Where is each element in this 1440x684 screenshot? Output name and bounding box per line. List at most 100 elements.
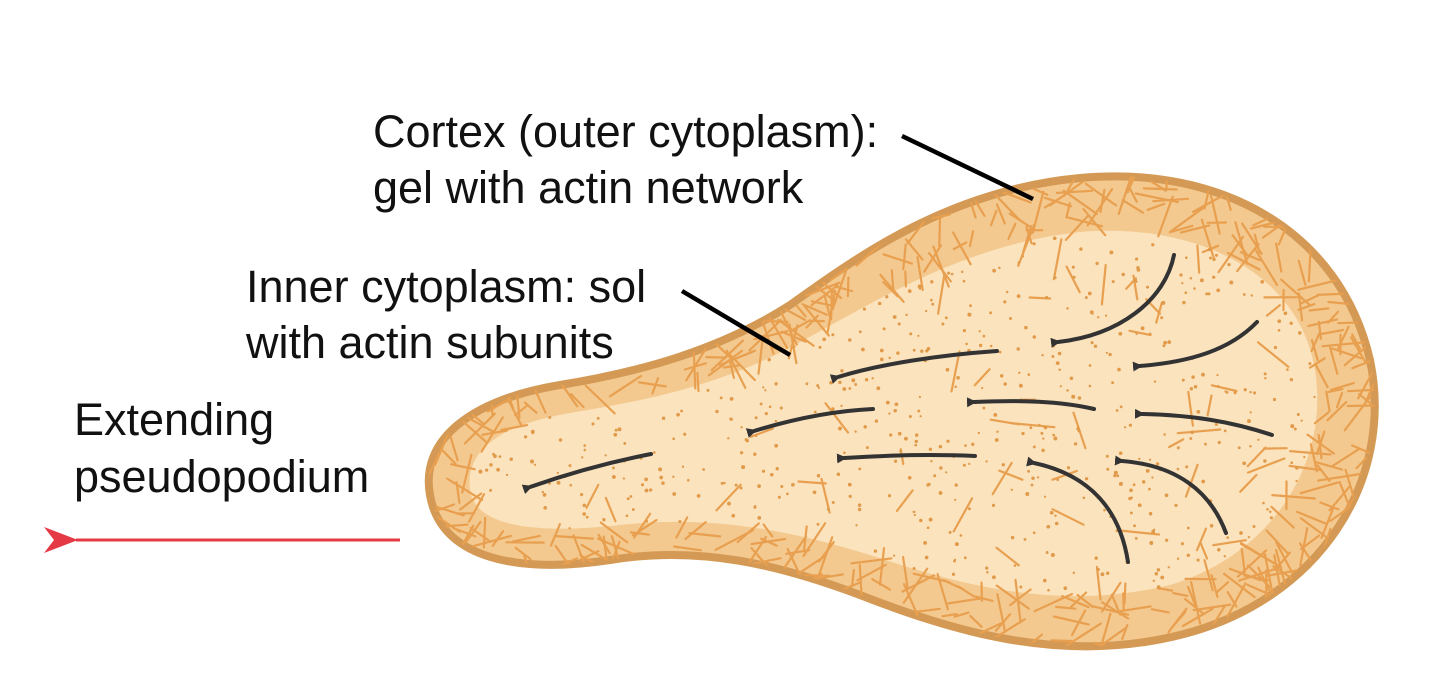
actin-subunit-dot (1190, 277, 1193, 280)
actin-subunit-dot (559, 438, 562, 441)
actin-subunit-dot (653, 451, 656, 454)
actin-subunit-dot (1073, 276, 1076, 279)
actin-subunit-dot (831, 333, 834, 336)
actin-subunit-dot (1112, 280, 1115, 283)
actin-subunit-dot (963, 280, 966, 283)
actin-subunit-dot (917, 410, 920, 413)
actin-subunit-dot (805, 382, 808, 385)
actin-subunit-dot (1239, 531, 1243, 535)
actin-subunit-dot (1054, 515, 1056, 517)
actin-subunit-dot (1243, 293, 1246, 296)
actin-subunit-dot (697, 494, 701, 498)
actin-subunit-dot (630, 495, 633, 498)
actin-subunit-dot (1250, 411, 1252, 413)
actin-subunit-dot (1106, 455, 1109, 458)
actin-subunit-dot (1149, 541, 1153, 545)
actin-subunit-dot (1290, 378, 1293, 381)
actin-subunit-dot (968, 507, 971, 510)
actin-subunit-dot (1076, 427, 1079, 430)
actin-subunit-dot (1217, 548, 1221, 552)
actin-subunit-dot (765, 412, 768, 415)
actin-subunit-dot (917, 335, 919, 337)
actin-subunit-dot (1054, 276, 1057, 279)
actin-subunit-dot (933, 474, 936, 477)
actin-subunit-dot (1120, 406, 1123, 409)
actin-subunit-dot (509, 458, 512, 461)
actin-subunit-dot (1149, 459, 1151, 461)
actin-subunit-dot (814, 411, 817, 414)
actin-subunit-dot (1097, 568, 1100, 571)
actin-subunit-dot (1177, 558, 1179, 560)
actin-subunit-dot (548, 416, 551, 419)
actin-subunit-dot (767, 358, 770, 361)
actin-subunit-dot (945, 471, 947, 473)
actin-subunit-dot (1189, 437, 1192, 440)
actin-subunit-dot (893, 409, 896, 412)
actin-subunit-dot (919, 519, 922, 522)
actin-subunit-dot (568, 527, 570, 529)
actin-subunit-dot (886, 401, 890, 405)
actin-subunit-dot (874, 549, 877, 552)
actin-subunit-dot (1303, 456, 1305, 458)
actin-subunit-dot (838, 381, 841, 384)
actin-subunit-dot (914, 514, 916, 516)
actin-subunit-dot (1244, 388, 1247, 391)
actin-subunit-dot (649, 488, 652, 491)
actin-subunit-dot (1041, 354, 1043, 356)
actin-subunit-dot (1201, 480, 1205, 484)
actin-subunit-dot (1121, 273, 1124, 276)
actin-subunit-dot (1055, 522, 1059, 526)
actin-subunit-dot (1163, 433, 1166, 436)
actin-subunit-dot (1273, 398, 1276, 401)
actin-subunit-dot (848, 387, 851, 390)
actin-subunit-dot (1141, 326, 1145, 330)
actin-subunit-dot (899, 450, 902, 453)
actin-subunit-dot (1027, 373, 1030, 376)
actin-subunit-dot (1182, 301, 1185, 304)
actin-subunit-dot (939, 445, 943, 449)
actin-subunit-dot (1190, 431, 1194, 435)
actin-subunit-dot (1136, 266, 1139, 269)
actin-subunit-dot (1129, 488, 1133, 492)
actin-subunit-dot (945, 316, 948, 319)
actin-subunit-dot (1091, 341, 1094, 344)
actin-subunit-dot (644, 478, 648, 482)
actin-subunit-dot (506, 474, 508, 476)
actin-subunit-dot (981, 387, 983, 389)
actin-subunit-dot (818, 387, 820, 389)
actin-subunit-dot (1060, 385, 1062, 387)
actin-subunit-dot (543, 493, 547, 497)
actin-subunit-dot (755, 416, 758, 419)
actin-subunit-dot (1135, 537, 1138, 540)
actin-subunit-dot (1052, 434, 1055, 437)
actin-subunit-dot (769, 405, 772, 408)
actin-filament (805, 575, 830, 576)
actin-subunit-dot (1251, 294, 1253, 296)
actin-subunit-dot (985, 460, 987, 462)
actin-subunit-dot (1226, 536, 1229, 539)
actin-subunit-dot (927, 347, 930, 350)
actin-subunit-dot (915, 440, 918, 443)
actin-subunit-dot (680, 410, 683, 413)
actin-subunit-dot (956, 376, 960, 380)
actin-subunit-dot (1003, 300, 1006, 303)
actin-subunit-dot (865, 378, 868, 381)
actin-subunit-dot (1078, 396, 1082, 400)
actin-subunit-dot (1165, 539, 1168, 542)
actin-subunit-dot (1253, 391, 1256, 394)
actin-subunit-dot (896, 351, 899, 354)
actin-subunit-dot (1308, 362, 1311, 365)
actin-subunit-dot (1070, 377, 1074, 381)
actin-subunit-dot (762, 386, 764, 388)
actin-subunit-dot (721, 482, 724, 485)
actin-subunit-dot (1168, 566, 1170, 568)
actin-subunit-dot (591, 422, 594, 425)
actin-subunit-dot (583, 444, 586, 447)
actin-subunit-dot (1177, 468, 1180, 471)
actin-filament (697, 373, 698, 391)
actin-subunit-dot (1016, 347, 1019, 350)
actin-subunit-dot (776, 467, 779, 470)
actin-subunit-dot (992, 269, 996, 273)
actin-subunit-dot (849, 495, 852, 498)
actin-subunit-dot (1043, 579, 1047, 583)
